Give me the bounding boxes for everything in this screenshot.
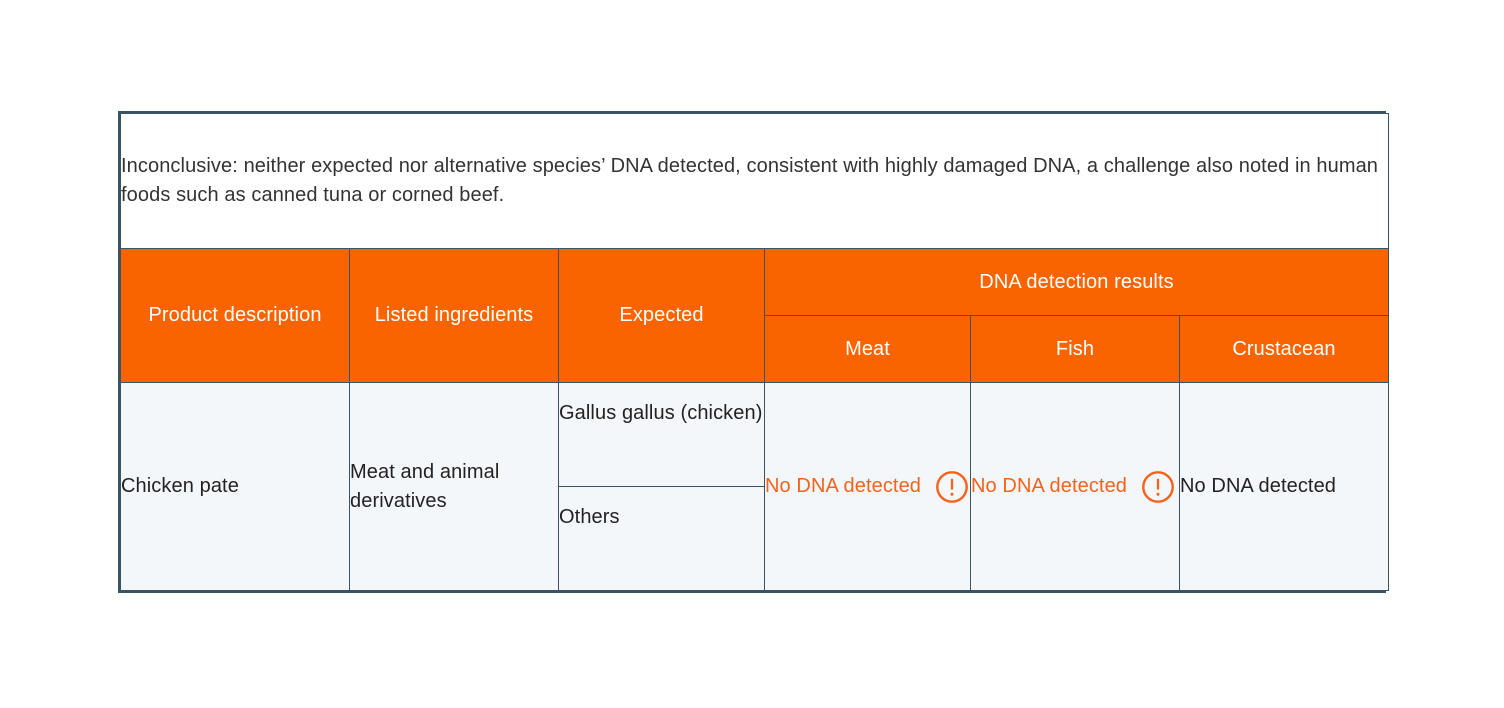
- result-value-meat: No DNA detected: [765, 475, 922, 498]
- cell-result-crustacean: No DNA detected: [1178, 382, 1390, 591]
- result-value-crustacean: No DNA detected: [1180, 475, 1337, 498]
- cell-expected-species: Gallus gallus (chicken): [558, 382, 765, 488]
- column-header-meat: Meat: [764, 315, 971, 384]
- header-row-primary: Product description Listed ingredients E…: [120, 247, 1390, 384]
- column-header-expected: Expected: [558, 247, 765, 384]
- warning-circle-icon: [936, 470, 968, 503]
- column-header-product-description: Product description: [120, 247, 350, 384]
- warning-circle-icon: [1142, 470, 1174, 503]
- column-header-crustacean: Crustacean: [1178, 315, 1390, 384]
- cell-result-meat: No DNA detected: [764, 382, 971, 591]
- inconclusive-note: Inconclusive: neither expected nor alter…: [119, 113, 1390, 249]
- header-row-sub: Meat Fish Crustacean: [121, 315, 1390, 384]
- result-value-fish: No DNA detected: [971, 475, 1128, 498]
- cell-expected-others: Others: [558, 486, 765, 591]
- cell-result-fish: No DNA detected: [970, 382, 1180, 591]
- column-header-listed-ingredients: Listed ingredients: [349, 247, 559, 384]
- table-row: Chicken pate Meat and animal derivatives…: [120, 382, 1390, 591]
- cell-listed-ingredients: Meat and animal derivatives: [349, 382, 559, 591]
- note-row: Inconclusive: neither expected nor alter…: [119, 113, 1390, 249]
- dna-results-table: Inconclusive: neither expected nor alter…: [119, 113, 1390, 591]
- dna-results-table-container: Inconclusive: neither expected nor alter…: [118, 111, 1390, 593]
- column-header-fish: Fish: [970, 315, 1180, 384]
- column-group-header-dna-detection-results: DNA detection results: [763, 247, 1390, 317]
- cell-product-description: Chicken pate: [120, 382, 350, 591]
- table-row-expected-others: Others: [121, 486, 1389, 591]
